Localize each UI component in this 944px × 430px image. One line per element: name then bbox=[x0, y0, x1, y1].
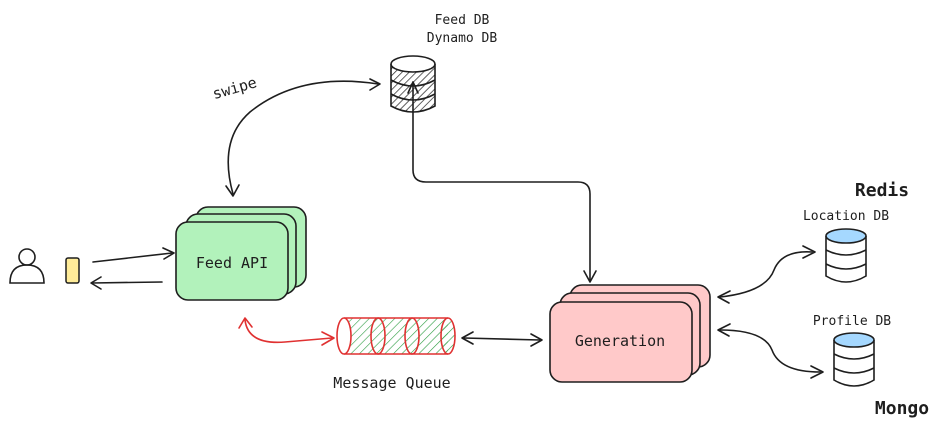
edge-phone-to-feed-api bbox=[92, 247, 175, 263]
location-db-cylinder bbox=[825, 228, 867, 283]
feed-db-engine: Dynamo DB bbox=[427, 31, 498, 46]
generation-label: Generation bbox=[575, 332, 665, 350]
redis-label: Redis bbox=[855, 180, 909, 201]
edge-feed-api-to-phone bbox=[90, 276, 163, 290]
feed-db-name: Feed DB bbox=[435, 13, 490, 28]
location-db-label: Location DB bbox=[803, 209, 889, 224]
edge-feed-db-to-generation bbox=[407, 81, 597, 283]
edge-swipe: swipe bbox=[210, 73, 381, 197]
feed-api-node: Feed API bbox=[175, 206, 307, 301]
user-icon bbox=[9, 248, 45, 284]
mongo-label: Mongo bbox=[875, 398, 929, 419]
feed-api-label: Feed API bbox=[196, 254, 268, 272]
profile-db-label: Profile DB bbox=[813, 314, 891, 329]
generation-node: Generation bbox=[549, 284, 711, 383]
swipe-label: swipe bbox=[210, 73, 258, 103]
message-queue bbox=[336, 317, 456, 355]
edge-queue-to-generation bbox=[461, 331, 543, 347]
edge-generation-to-location-db bbox=[717, 245, 816, 304]
phone-icon bbox=[65, 257, 80, 284]
profile-db-cylinder bbox=[833, 332, 875, 387]
edge-generation-to-profile-db bbox=[717, 323, 824, 379]
edge-feed-api-to-queue bbox=[238, 317, 335, 346]
message-queue-label: Message Queue bbox=[333, 374, 450, 392]
